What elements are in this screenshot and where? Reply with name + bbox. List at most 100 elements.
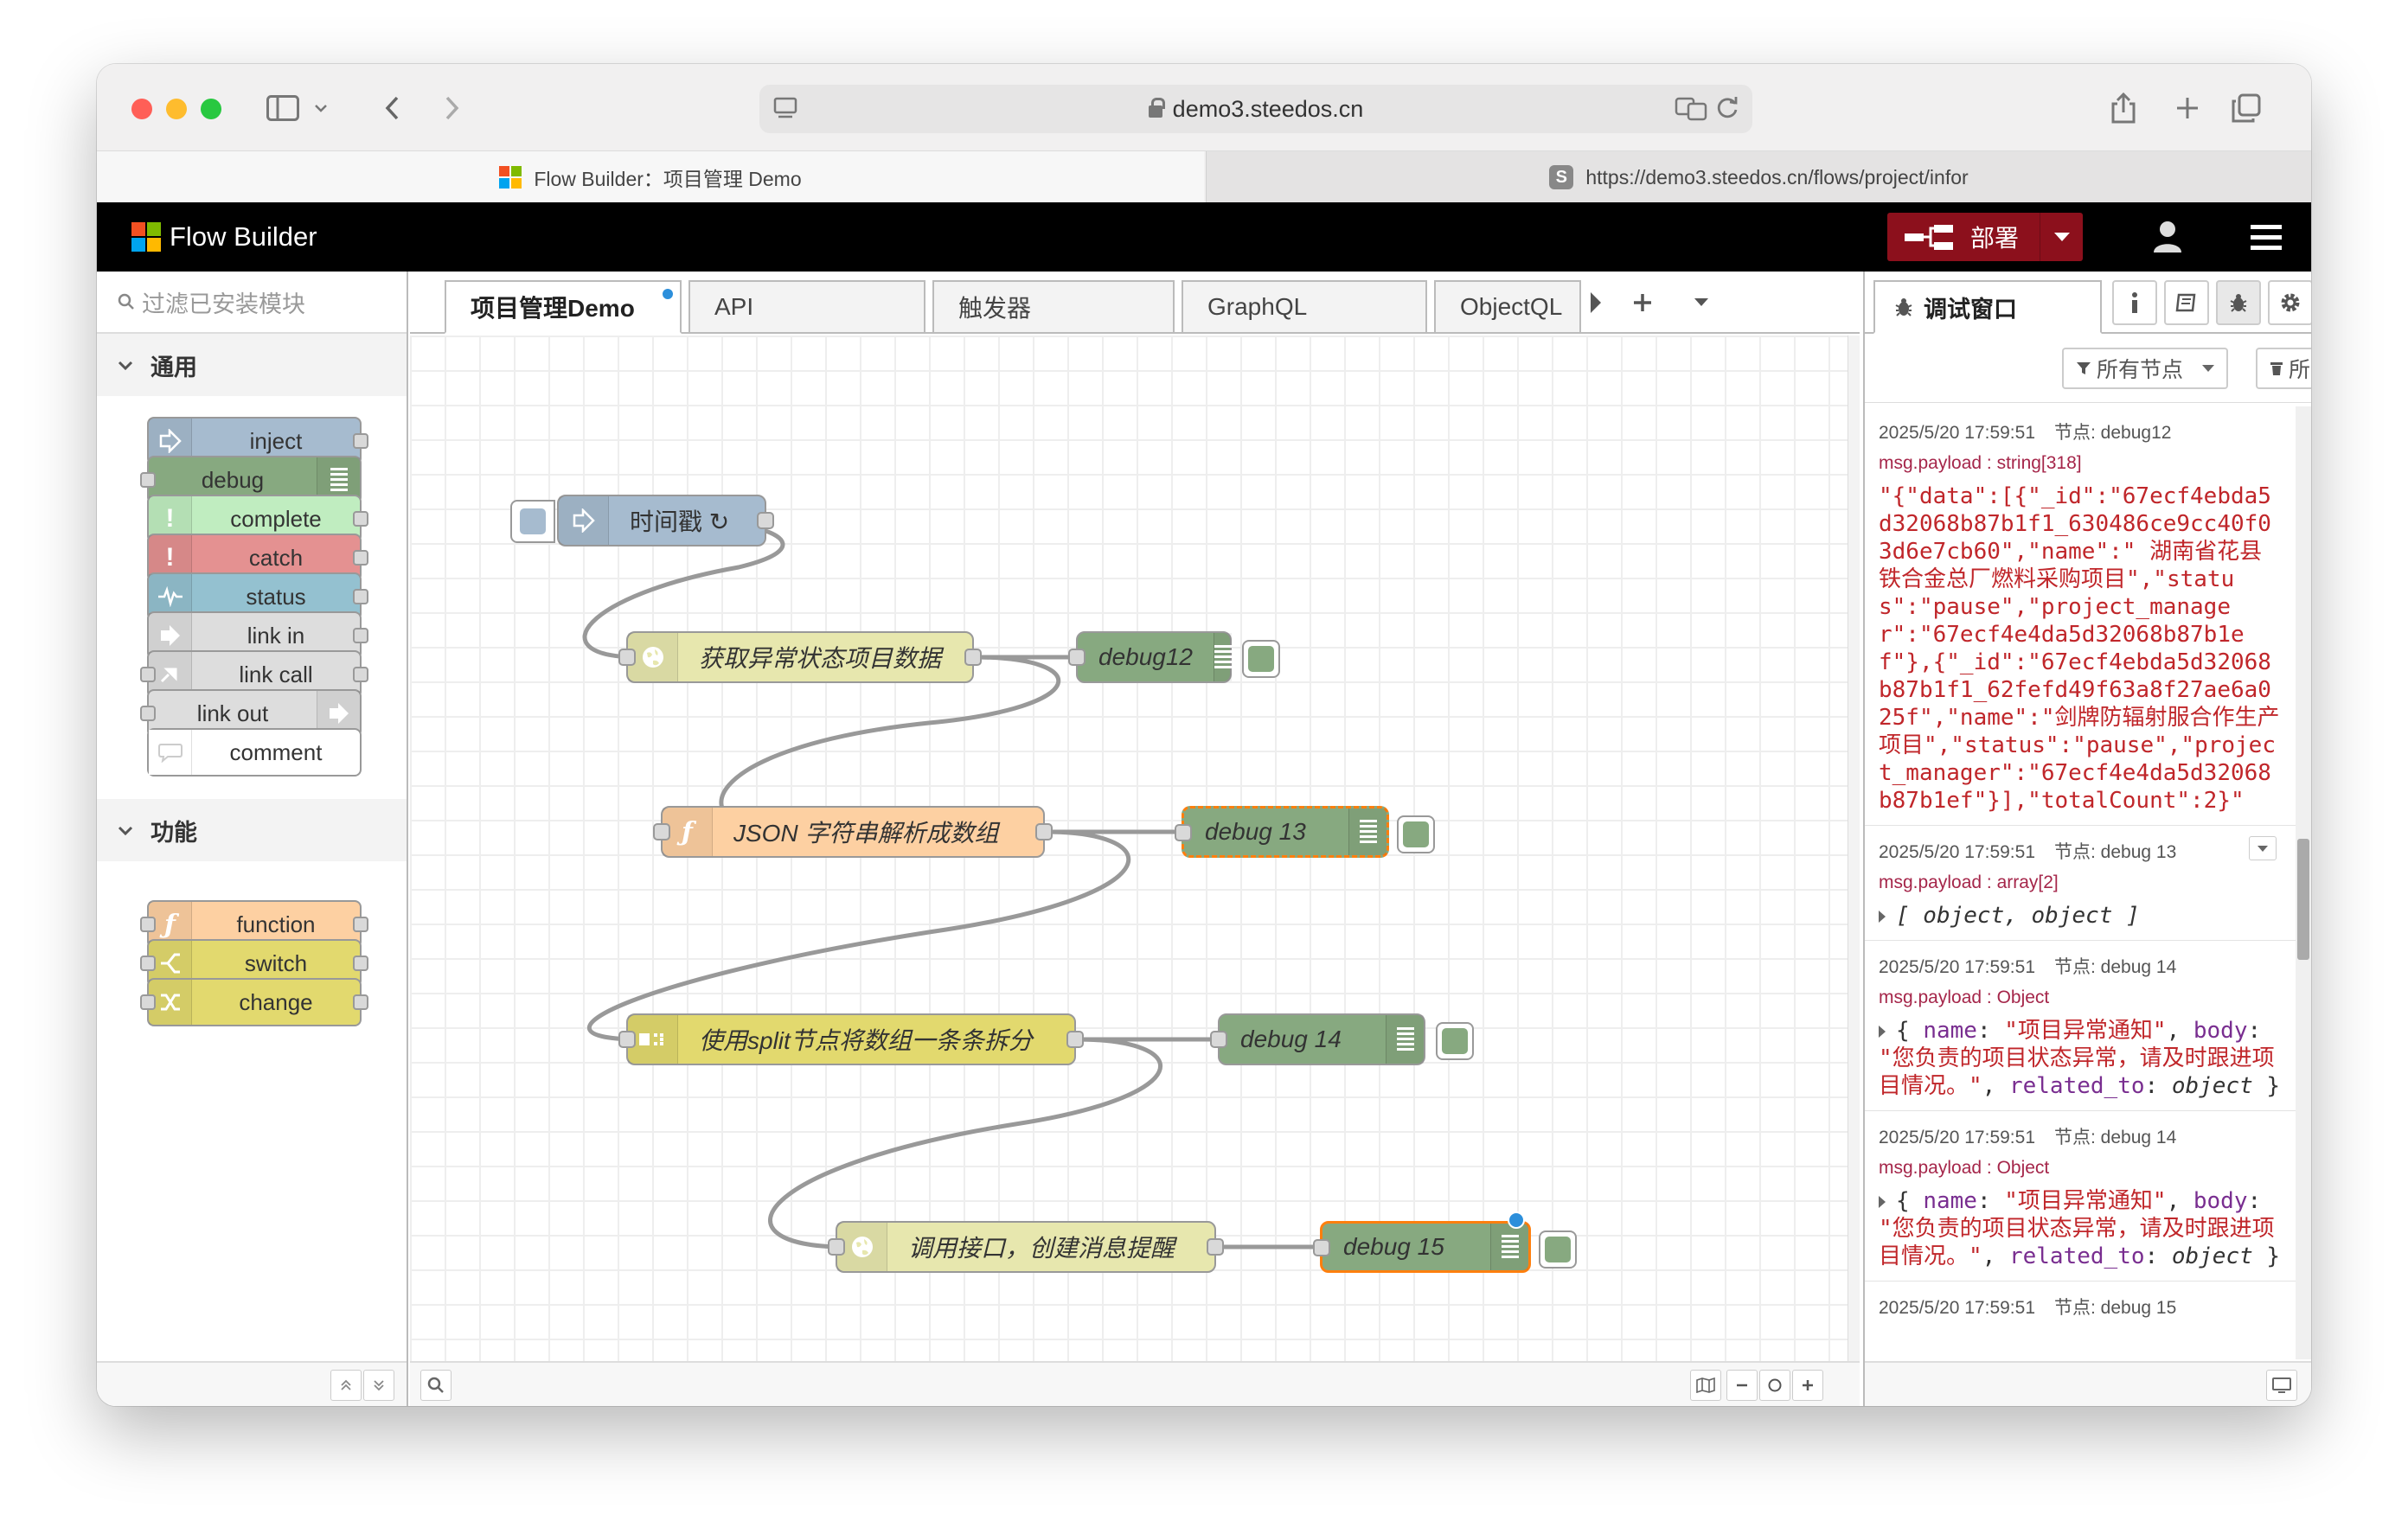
flow-list-menu-icon[interactable] <box>1681 280 1721 325</box>
palette-node-change[interactable]: change <box>140 978 368 1026</box>
input-port[interactable] <box>1210 1031 1227 1048</box>
deploy-menu-caret[interactable] <box>2040 213 2083 261</box>
scrollbar-thumb[interactable] <box>2297 839 2309 960</box>
debug-scrollbar[interactable] <box>2296 406 2311 1359</box>
user-icon[interactable] <box>2147 216 2188 258</box>
tab-project-demo[interactable]: 项目管理Demo <box>445 280 682 334</box>
debug-toggle-button[interactable] <box>1397 815 1435 853</box>
input-port[interactable] <box>140 917 156 932</box>
message-body[interactable]: { name: "项目异常通知", body: "您负责的项目状态异常，请及时跟… <box>1879 1018 2281 1099</box>
flow-node-debug15[interactable]: debug 15 <box>1313 1211 1577 1273</box>
translate-icon[interactable] <box>1675 95 1707 127</box>
scroll-tabs-right-icon[interactable] <box>1583 280 1609 325</box>
output-port[interactable] <box>964 649 982 666</box>
tab-graphql[interactable]: GraphQL <box>1182 280 1427 334</box>
close-window-button[interactable] <box>131 99 152 119</box>
back-icon[interactable] <box>370 86 413 130</box>
input-port[interactable] <box>828 1238 845 1256</box>
palette-category-function[interactable]: 功能 <box>97 799 407 861</box>
flow-node-split[interactable]: 使用split节点将数组一条条拆分 <box>618 1013 1084 1065</box>
output-port[interactable] <box>757 512 774 529</box>
output-port[interactable] <box>1066 1031 1084 1048</box>
browser-tab-active[interactable]: Flow Builder：项目管理 Demo <box>97 151 1204 203</box>
palette-filter-input[interactable]: 过滤已安装模块 <box>97 272 407 334</box>
input-port[interactable] <box>140 956 156 971</box>
share-icon[interactable] <box>2102 86 2145 130</box>
sidebar-toggle-icon[interactable] <box>261 86 304 130</box>
output-port[interactable] <box>1207 1238 1224 1256</box>
zoom-in-icon[interactable] <box>1792 1370 1823 1401</box>
flow-node-debug12[interactable]: debug12 <box>1068 631 1280 683</box>
expand-all-icon[interactable] <box>363 1370 394 1401</box>
debug-toggle-button[interactable] <box>1242 640 1280 678</box>
help-book-icon[interactable] <box>2164 280 2209 325</box>
forward-icon[interactable] <box>431 86 474 130</box>
filter-nodes-dropdown[interactable]: 所有节点 <box>2062 348 2228 389</box>
input-port[interactable] <box>140 994 156 1010</box>
output-port[interactable] <box>353 917 368 932</box>
output-port[interactable] <box>353 589 368 604</box>
output-port[interactable] <box>353 956 368 971</box>
inject-trigger-button[interactable] <box>510 500 555 543</box>
expand-arrow-icon[interactable] <box>1879 911 1886 923</box>
canvas-vertical-scrollbar[interactable] <box>1848 336 1860 1361</box>
message-body[interactable]: [ object, object ] <box>1879 902 2283 930</box>
input-port[interactable] <box>653 823 670 841</box>
reload-icon[interactable] <box>1714 95 1740 127</box>
new-tab-icon[interactable] <box>2166 86 2209 130</box>
output-port[interactable] <box>353 667 368 682</box>
flow-node-timestamp[interactable]: 时间戳 ↻ <box>510 495 774 546</box>
message-menu-button[interactable] <box>2249 836 2277 860</box>
input-port[interactable] <box>1175 824 1192 841</box>
tab-trigger[interactable]: 触发器 <box>932 280 1175 334</box>
maximize-window-button[interactable] <box>201 99 221 119</box>
debug-toggle-button[interactable] <box>1436 1022 1474 1060</box>
debug-toggle-button[interactable] <box>1539 1230 1577 1269</box>
input-port[interactable] <box>140 472 156 488</box>
add-flow-icon[interactable] <box>1623 280 1662 325</box>
input-port[interactable] <box>618 1031 636 1048</box>
expand-arrow-icon[interactable] <box>1879 1196 1886 1208</box>
output-port[interactable] <box>353 550 368 566</box>
palette-node-comment[interactable]: comment <box>147 728 362 777</box>
flow-node-fetch-abnormal-projects[interactable]: 获取异常状态项目数据 <box>618 631 982 683</box>
expand-arrow-icon[interactable] <box>1879 1026 1886 1038</box>
input-port[interactable] <box>618 649 636 666</box>
address-bar[interactable]: demo3.steedos.cn <box>759 85 1752 133</box>
open-in-window-icon[interactable] <box>2266 1370 2297 1401</box>
debug-bug-icon[interactable] <box>2216 280 2261 325</box>
flow-node-debug14[interactable]: debug 14 <box>1210 1013 1474 1065</box>
settings-gear-icon[interactable] <box>2268 280 2311 325</box>
map-icon[interactable] <box>1690 1370 1721 1401</box>
palette-category-common[interactable]: 通用 <box>97 334 407 396</box>
output-port[interactable] <box>353 511 368 527</box>
output-port[interactable] <box>353 628 368 643</box>
collapse-all-icon[interactable] <box>330 1370 362 1401</box>
tab-api[interactable]: API <box>688 280 925 334</box>
tab-overview-icon[interactable] <box>2225 86 2268 130</box>
flow-node-debug13[interactable]: debug 13 <box>1175 806 1435 858</box>
flow-node-call-api[interactable]: 调用接口，创建消息提醒 <box>828 1221 1224 1273</box>
search-icon[interactable] <box>420 1370 452 1401</box>
output-port[interactable] <box>1035 823 1053 841</box>
clear-messages-dropdown[interactable]: 所有 <box>2256 348 2311 389</box>
browser-tab-inactive[interactable]: S https://demo3.steedos.cn/flows/project… <box>1206 151 2311 203</box>
message-body[interactable]: { name: "项目异常通知", body: "您负责的项目状态异常，请及时跟… <box>1879 1188 2281 1269</box>
input-port[interactable] <box>1313 1239 1330 1256</box>
flow-canvas[interactable]: 时间戳 ↻ 获取异常状态项目数据 debug12 ƒ JSON 字符串解析成数组 <box>410 336 1860 1361</box>
output-port[interactable] <box>353 994 368 1010</box>
input-port[interactable] <box>140 667 156 682</box>
input-port[interactable] <box>140 706 156 721</box>
tab-objectql[interactable]: ObjectQL <box>1434 280 1581 334</box>
main-menu-icon[interactable] <box>2245 216 2287 258</box>
chevron-down-icon[interactable] <box>308 86 334 130</box>
zoom-reset-icon[interactable] <box>1759 1370 1790 1401</box>
minimize-window-button[interactable] <box>166 99 187 119</box>
flow-node-json-parse[interactable]: ƒ JSON 字符串解析成数组 <box>653 806 1053 858</box>
deploy-button[interactable]: 部署 <box>1887 213 2083 261</box>
